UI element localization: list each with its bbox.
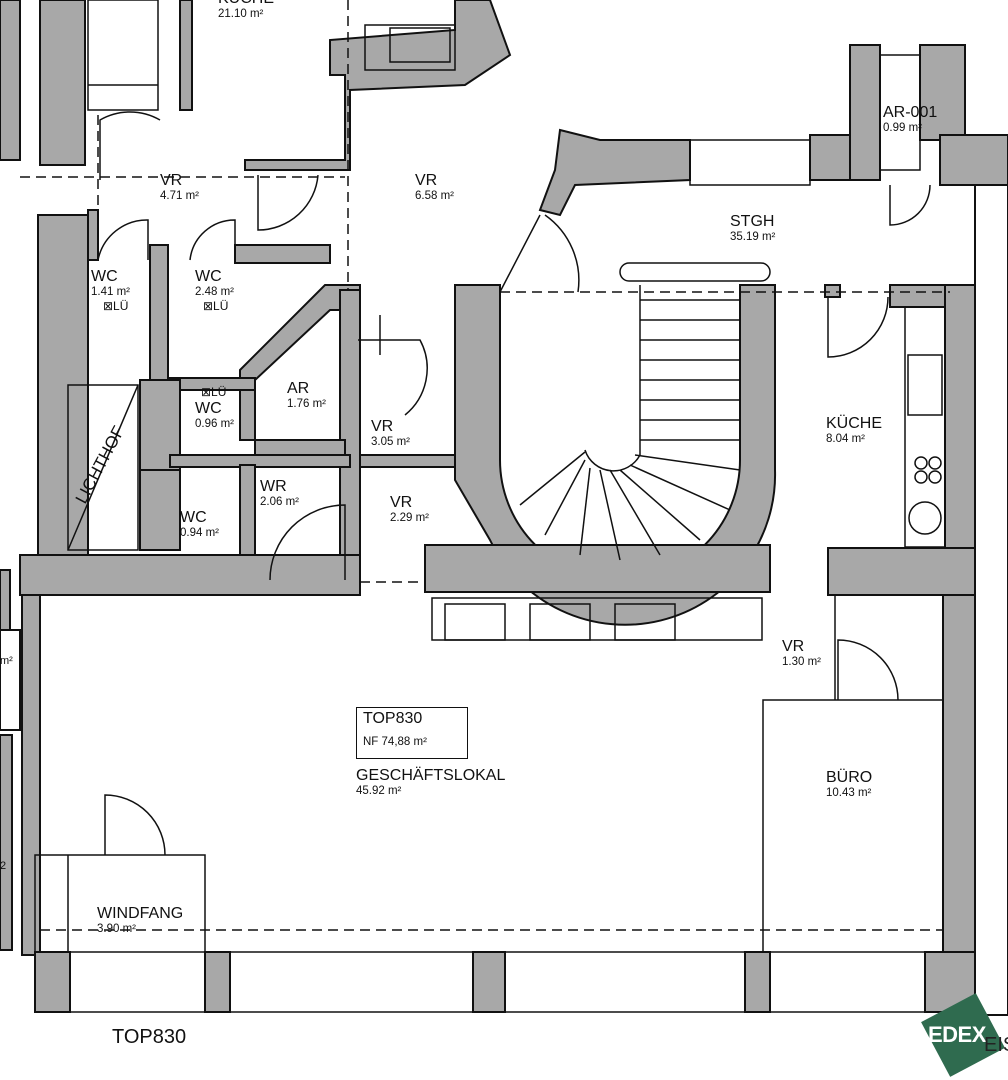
room-area: 10.43 m² bbox=[826, 787, 872, 800]
unit-label-box: TOP830 NF 74,88 m² bbox=[356, 707, 468, 759]
room-area: 1.76 m² bbox=[287, 398, 326, 411]
room-name: AR-001 bbox=[883, 104, 938, 121]
room-area: 8.04 m² bbox=[826, 433, 865, 446]
room-name: VR bbox=[160, 172, 183, 189]
room-name: VR bbox=[371, 418, 394, 435]
room-area: 4.71 m² bbox=[160, 190, 199, 203]
room-name: KÜCHE bbox=[826, 415, 883, 432]
room-area: 6.58 m² bbox=[415, 190, 454, 203]
room-name: STGH bbox=[730, 213, 775, 230]
room-name: WINDFANG bbox=[97, 905, 184, 922]
room-name: WC bbox=[180, 509, 207, 526]
room-area: 1.41 m² bbox=[91, 286, 130, 299]
unit-net-area: NF 74,88 m² bbox=[363, 736, 427, 748]
room-name: WR bbox=[260, 478, 287, 495]
edex-logo-text: EDEX bbox=[928, 1022, 986, 1047]
room-name: VR bbox=[782, 638, 805, 655]
room-name: BÜRO bbox=[826, 769, 873, 786]
room-area: 0.99 m² bbox=[883, 122, 922, 135]
room-name: VR bbox=[390, 494, 413, 511]
edge-label-left-1: m² bbox=[0, 655, 13, 667]
plan-title: TOP830 bbox=[112, 1026, 187, 1048]
room-area: 3.05 m² bbox=[371, 436, 410, 449]
walls bbox=[0, 0, 1008, 1016]
room-name: VR bbox=[415, 172, 438, 189]
ventilation-label: ⊠LÜ bbox=[103, 298, 129, 313]
room-area: 45.92 m² bbox=[356, 785, 402, 798]
room-area: 21.10 m² bbox=[218, 8, 264, 21]
room-area: 0.96 m² bbox=[195, 418, 234, 431]
room-area: 35.19 m² bbox=[730, 231, 776, 244]
room-name: AR bbox=[287, 380, 310, 397]
ventilation-label: ⊠LÜ bbox=[203, 298, 229, 313]
room-area: 0.94 m² bbox=[180, 527, 219, 540]
room-area: 2.48 m² bbox=[195, 286, 234, 299]
room-area: 2.29 m² bbox=[390, 512, 429, 525]
room-area: 1.30 m² bbox=[782, 656, 821, 669]
room-kueche-top: KÜCHE21.10 m² bbox=[218, 0, 274, 22]
room-name: WC bbox=[195, 399, 222, 417]
room-name: GESCHÄFTSLOKAL bbox=[356, 767, 506, 784]
edge-label-right: EIS bbox=[984, 1034, 1008, 1056]
plan-lines bbox=[20, 0, 950, 1013]
room-name: KÜCHE bbox=[218, 0, 274, 8]
ventilation-label: ⊠LÜ bbox=[201, 385, 227, 399]
room-name: WC bbox=[195, 268, 222, 285]
unit-title: TOP830 bbox=[363, 710, 423, 727]
room-area: 3.90 m² bbox=[97, 923, 136, 936]
stair-treads bbox=[519, 299, 741, 561]
edge-label-left-2: 2 bbox=[0, 860, 7, 872]
room-name: WC bbox=[91, 268, 118, 285]
room-area: 2.06 m² bbox=[260, 496, 299, 509]
